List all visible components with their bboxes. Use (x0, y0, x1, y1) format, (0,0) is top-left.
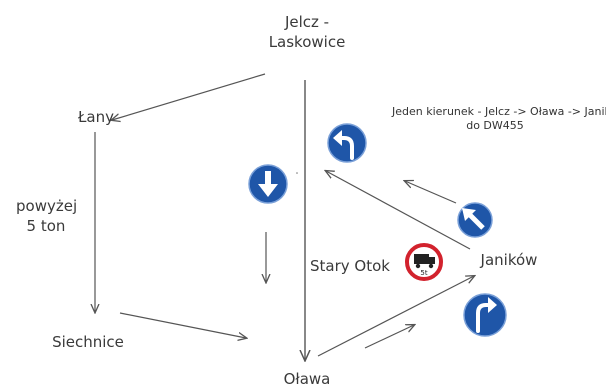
arrow-olawa-to-janikow (317, 276, 474, 357)
down-arrow-icon (248, 164, 288, 204)
no-trucks-icon: 5t (405, 243, 443, 281)
weight-note-line2: 5 ton (26, 217, 66, 235)
route-note-line2: do DW455 (466, 119, 524, 132)
place-stary-otok: Stary Otok (310, 257, 390, 275)
turn-left-arrow-icon (327, 123, 367, 163)
truck-sign-text: 5t (420, 269, 427, 277)
weight-note: powyżej 5 ton (16, 196, 78, 236)
place-jelcz-laskowice: Jelcz - Laskowice (262, 12, 352, 52)
stray-dot (296, 172, 298, 174)
route-note-line1: Jeden kierunek - Jelcz -> Oława -> Janik… (392, 105, 606, 118)
arrow-jelcz-to-lany (112, 73, 266, 120)
arrow-janikow-to-stary-otok (326, 171, 471, 250)
weight-note-line1: powyżej (16, 197, 78, 215)
place-janikow: Janików (480, 251, 538, 269)
arrow-short-upleft (405, 181, 457, 204)
arrow-short-diagonal (364, 325, 414, 349)
place-lany: Łany (77, 108, 114, 126)
arrow-siechnice-to-olawa (119, 312, 246, 338)
place-jelcz-line1: Jelcz - (284, 13, 330, 31)
place-jelcz-line2: Laskowice (268, 33, 346, 51)
turn-right-arrow-icon (463, 293, 507, 337)
place-siechnice: Siechnice (52, 333, 124, 351)
route-note: Jeden kierunek - Jelcz -> Oława -> Janik… (392, 105, 606, 133)
place-olawa: Oława (283, 370, 331, 388)
up-left-arrow-icon (457, 202, 493, 238)
